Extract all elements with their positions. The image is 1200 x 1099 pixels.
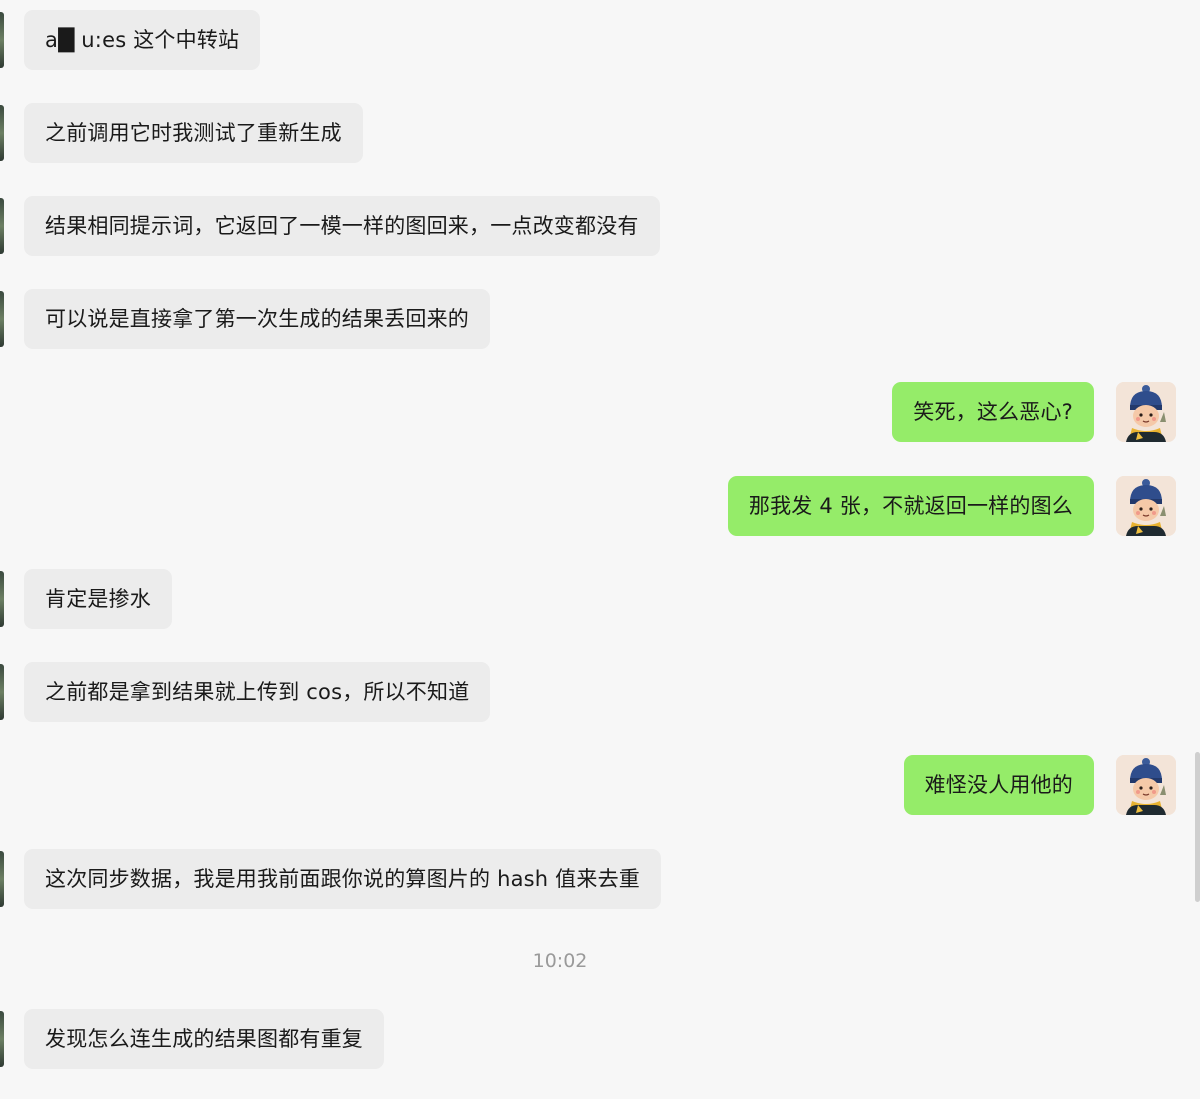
message-timestamp: 10:02: [532, 950, 588, 972]
contact-avatar[interactable]: [0, 105, 4, 161]
message-bubble-incoming[interactable]: a█ u:es 这个中转站: [24, 10, 261, 70]
contact-avatar[interactable]: [0, 198, 4, 254]
message-bubble-incoming[interactable]: 之前都是拿到结果就上传到 cos，所以不知道: [24, 662, 491, 722]
message-bubble-incoming[interactable]: 可以说是直接拿了第一次生成的结果丢回来的: [24, 289, 490, 349]
message-bubble-outgoing[interactable]: 笑死，这么恶心?: [892, 382, 1094, 442]
contact-avatar[interactable]: [0, 291, 4, 347]
cartoon-avatar-icon: [1116, 382, 1176, 442]
message-bubble-incoming[interactable]: 之前调用它时我测试了重新生成: [24, 103, 363, 163]
contact-avatar[interactable]: [0, 571, 4, 627]
self-avatar[interactable]: [1116, 476, 1176, 536]
contact-avatar[interactable]: [0, 664, 4, 720]
message-bubble-incoming[interactable]: 肯定是掺水: [24, 569, 172, 629]
message-bubble-incoming[interactable]: 这次同步数据，我是用我前面跟你说的算图片的 hash 值来去重: [24, 849, 661, 909]
contact-avatar[interactable]: [0, 12, 4, 68]
message-bubble-incoming[interactable]: 结果相同提示词，它返回了一模一样的图回来，一点改变都没有: [24, 196, 660, 256]
cartoon-avatar-icon: [1116, 476, 1176, 536]
self-avatar[interactable]: [1116, 382, 1176, 442]
contact-avatar[interactable]: [0, 1011, 4, 1067]
message-bubble-outgoing[interactable]: 难怪没人用他的: [903, 755, 1094, 815]
chat-scrollbar[interactable]: [1195, 752, 1200, 902]
self-avatar[interactable]: [1116, 755, 1176, 815]
message-bubble-incoming[interactable]: 发现怎么连生成的结果图都有重复: [24, 1009, 384, 1069]
cartoon-avatar-icon: [1116, 755, 1176, 815]
contact-avatar[interactable]: [0, 851, 4, 907]
message-bubble-outgoing[interactable]: 那我发 4 张，不就返回一样的图么: [727, 476, 1094, 536]
